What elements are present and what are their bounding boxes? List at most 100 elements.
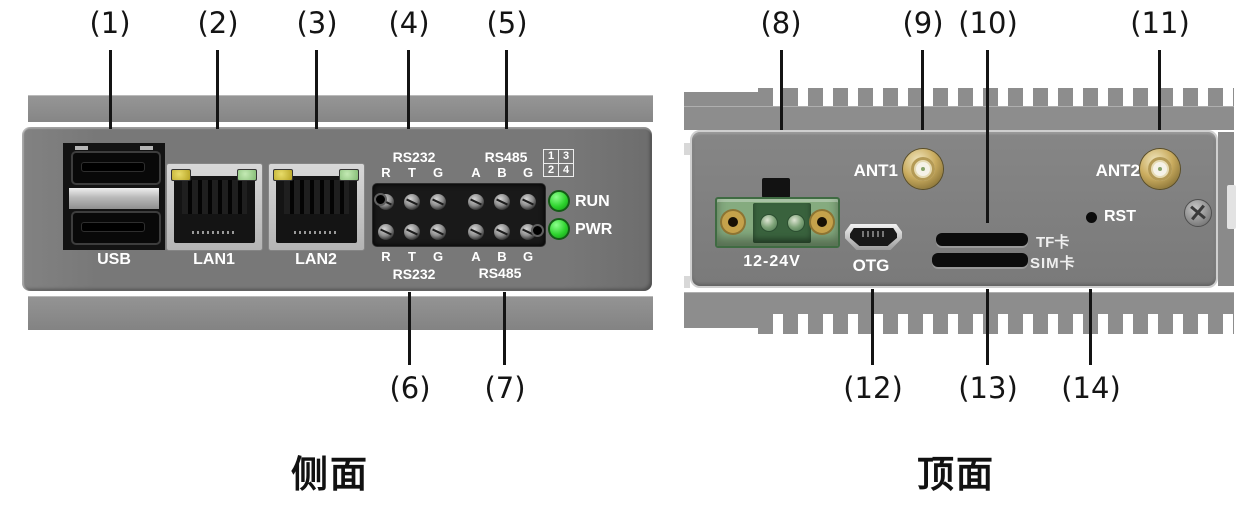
callout-line-1 bbox=[109, 50, 112, 129]
power-mount-ring bbox=[722, 211, 744, 233]
dip-cell-1: 1 bbox=[544, 150, 559, 164]
usb-contact-nub bbox=[75, 146, 88, 150]
pin-label-g: G bbox=[522, 165, 534, 180]
lan2-link-led bbox=[339, 169, 359, 181]
top-heatsink-band bbox=[684, 106, 1234, 130]
terminal-screw bbox=[404, 194, 420, 210]
pin-label-a: A bbox=[471, 249, 481, 264]
panel-screw bbox=[1184, 199, 1212, 227]
sim-card-slot bbox=[932, 253, 1028, 267]
serial-pin-labels-top: R T G A B G bbox=[373, 165, 545, 180]
terminal-screw bbox=[430, 224, 446, 240]
callout-line-4 bbox=[407, 50, 410, 129]
power-mount-ring bbox=[811, 211, 833, 233]
callout-line-14 bbox=[1089, 289, 1092, 365]
otg-port-opening bbox=[850, 228, 897, 246]
callout-number-10: (10) bbox=[958, 6, 1018, 40]
callout-number-13: (13) bbox=[958, 371, 1018, 405]
rs232-label-top: RS232 bbox=[392, 149, 436, 165]
pin-label-g: G bbox=[522, 249, 534, 264]
usb-label: USB bbox=[97, 251, 131, 268]
callout-line-5 bbox=[505, 50, 508, 129]
callout-number-9: (9) bbox=[902, 6, 944, 40]
device-right-side bbox=[1218, 132, 1234, 286]
left-edge-tab bbox=[684, 276, 690, 288]
ant2-sma-pin bbox=[1153, 162, 1167, 176]
otg-label: OTG bbox=[852, 256, 890, 275]
run-led bbox=[548, 190, 570, 212]
callout-number-12: (12) bbox=[843, 371, 903, 405]
bottom-heatsink-fins bbox=[758, 314, 1234, 334]
lan1-port-opening bbox=[174, 176, 255, 243]
callout-line-10 bbox=[986, 50, 989, 223]
tf-card-slot bbox=[936, 233, 1028, 246]
terminal-screw bbox=[520, 194, 536, 210]
ant1-sma-connector bbox=[903, 149, 943, 189]
power-terminal-post bbox=[760, 214, 778, 232]
top-heatsink-fins bbox=[758, 88, 1234, 107]
ant1-label: ANT1 bbox=[853, 161, 898, 180]
terminal-screw bbox=[378, 224, 394, 240]
callout-number-2: (2) bbox=[197, 6, 239, 40]
reset-button-hole bbox=[1086, 212, 1097, 223]
power-terminal-post bbox=[787, 214, 805, 232]
ant2-sma-connector bbox=[1140, 149, 1180, 189]
callout-number-5: (5) bbox=[486, 6, 528, 40]
callout-line-13 bbox=[986, 289, 989, 365]
callout-line-11 bbox=[1158, 50, 1161, 130]
top-view-caption: 顶面 bbox=[917, 454, 995, 495]
power-connector-latch bbox=[762, 178, 790, 198]
dip-cell-4: 4 bbox=[559, 163, 574, 177]
callout-line-8 bbox=[780, 50, 783, 130]
side-view-caption: 侧面 bbox=[291, 454, 369, 495]
terminal-screw bbox=[404, 224, 420, 240]
callout-number-8: (8) bbox=[760, 6, 802, 40]
pin-label-t: T bbox=[408, 165, 416, 180]
side-top-rail bbox=[28, 95, 653, 122]
pin-label-g: G bbox=[432, 165, 444, 180]
usb-contact-nub bbox=[140, 146, 153, 150]
dip-cell-2: 2 bbox=[544, 163, 559, 177]
serial-pin-labels-bottom: R T G A B G bbox=[373, 249, 545, 264]
callout-number-1: (1) bbox=[89, 6, 131, 40]
terminal-mount-hole bbox=[531, 224, 544, 237]
pin-label-b: B bbox=[497, 165, 507, 180]
reset-label: RST bbox=[1104, 208, 1136, 225]
lan1-activity-led bbox=[171, 169, 191, 181]
terminal-screw bbox=[468, 224, 484, 240]
lan1-link-led bbox=[237, 169, 257, 181]
terminal-screw bbox=[430, 194, 446, 210]
lan2-activity-led bbox=[273, 169, 293, 181]
callout-line-2 bbox=[216, 50, 219, 129]
pin-label-t: T bbox=[408, 249, 416, 264]
callout-number-11: (11) bbox=[1130, 6, 1190, 40]
callout-number-3: (3) bbox=[296, 6, 338, 40]
usb-port-lower bbox=[71, 211, 161, 245]
sim-card-label: SIM卡 bbox=[1030, 255, 1076, 272]
callout-number-6: (6) bbox=[389, 371, 431, 405]
pin-label-a: A bbox=[471, 165, 481, 180]
pin-label-r: R bbox=[381, 165, 391, 180]
pin-label-r: R bbox=[381, 249, 391, 264]
callout-line-9 bbox=[921, 50, 924, 130]
rs485-label-bottom: RS485 bbox=[478, 265, 522, 281]
dip-cell-3: 3 bbox=[559, 150, 574, 164]
callout-number-7: (7) bbox=[484, 371, 526, 405]
callout-number-14: (14) bbox=[1061, 371, 1121, 405]
callout-line-7 bbox=[503, 292, 506, 365]
rs232-label-bottom: RS232 bbox=[392, 266, 436, 282]
pin-label-b: B bbox=[497, 249, 507, 264]
usb-port-upper bbox=[71, 151, 161, 185]
terminal-screw bbox=[468, 194, 484, 210]
callout-line-12 bbox=[871, 289, 874, 365]
lan2-label: LAN2 bbox=[295, 251, 337, 268]
rs485-label-top: RS485 bbox=[484, 149, 528, 165]
power-voltage-label: 12-24V bbox=[743, 253, 801, 270]
pin-label-g: G bbox=[432, 249, 444, 264]
dip-indicator-grid: 1 3 2 4 bbox=[543, 149, 574, 177]
pwr-led-label: PWR bbox=[575, 221, 613, 238]
side-bottom-rail bbox=[28, 296, 653, 330]
terminal-mount-hole bbox=[374, 193, 387, 206]
usb-divider-bar bbox=[69, 188, 159, 209]
left-edge-tab bbox=[684, 143, 690, 155]
